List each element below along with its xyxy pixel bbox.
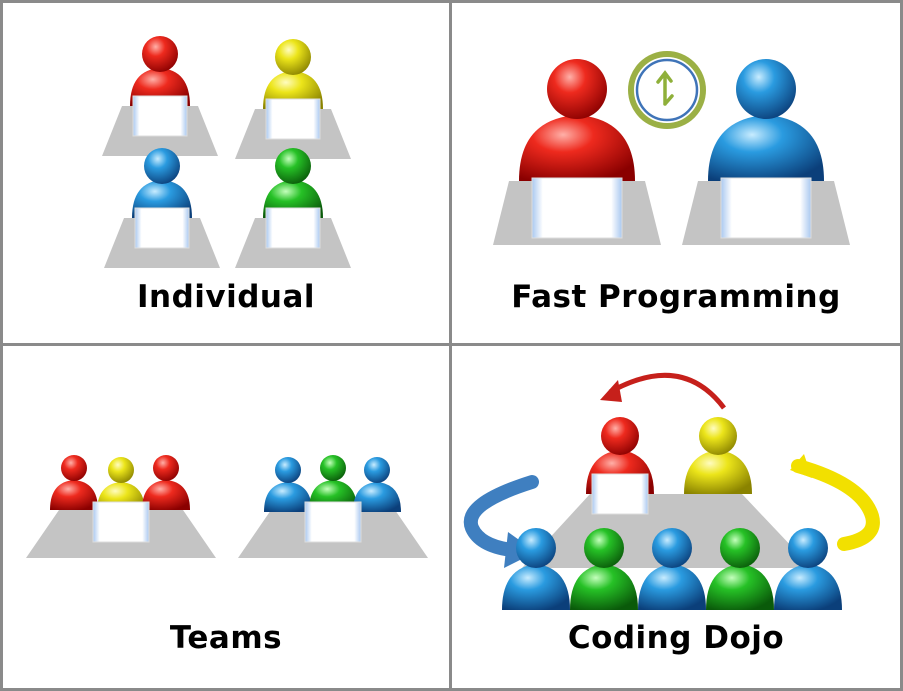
individual-desk-red	[102, 36, 218, 156]
fast-programming-illustration	[493, 51, 850, 245]
person-icon	[519, 59, 635, 181]
rotation-arrow-icon	[790, 454, 880, 551]
person-icon	[774, 528, 842, 610]
teams-illustration	[26, 455, 428, 558]
person-icon	[142, 455, 190, 510]
laptop-icon	[591, 473, 649, 515]
laptop-icon	[304, 501, 362, 543]
individual-desk-blue	[104, 148, 220, 268]
laptop-icon	[720, 177, 812, 239]
panel-label-coding-dojo: Coding Dojo	[567, 620, 785, 656]
panel-label-individual: Individual	[136, 279, 316, 315]
panel-teams: Teams	[3, 346, 449, 688]
panel-coding-dojo: Coding Dojo	[452, 346, 900, 688]
individual-desk-yellow	[235, 39, 351, 159]
individual-illustration	[102, 36, 351, 268]
person-icon	[353, 457, 401, 512]
person-icon	[264, 457, 312, 512]
laptop-icon	[132, 95, 188, 137]
laptop-icon	[134, 207, 190, 249]
horizontal-divider	[0, 343, 903, 346]
panel-label-fast-programming: Fast Programming	[511, 279, 841, 315]
person-icon	[50, 455, 98, 510]
person-icon	[570, 528, 638, 610]
rotation-arrow-icon	[600, 372, 726, 410]
pair-desk-red	[493, 59, 661, 245]
team-table-left	[26, 455, 216, 558]
panel-fast-programming: Fast Programming	[452, 3, 900, 343]
laptop-icon	[265, 207, 321, 249]
laptop-icon	[92, 501, 150, 543]
panel-label-teams: Teams	[169, 620, 283, 656]
swap-clock-icon	[628, 51, 706, 129]
person-icon	[638, 528, 706, 610]
laptop-icon	[531, 177, 623, 239]
pair-desk-blue	[682, 59, 850, 245]
person-icon	[708, 59, 824, 181]
laptop-icon	[265, 98, 321, 140]
team-table-right	[238, 455, 428, 558]
individual-desk-green	[235, 148, 351, 268]
person-icon	[706, 528, 774, 610]
coding-dojo-illustration	[463, 372, 880, 610]
person-icon	[502, 528, 570, 610]
panel-individual: Individual	[3, 3, 449, 343]
person-icon	[684, 417, 752, 494]
